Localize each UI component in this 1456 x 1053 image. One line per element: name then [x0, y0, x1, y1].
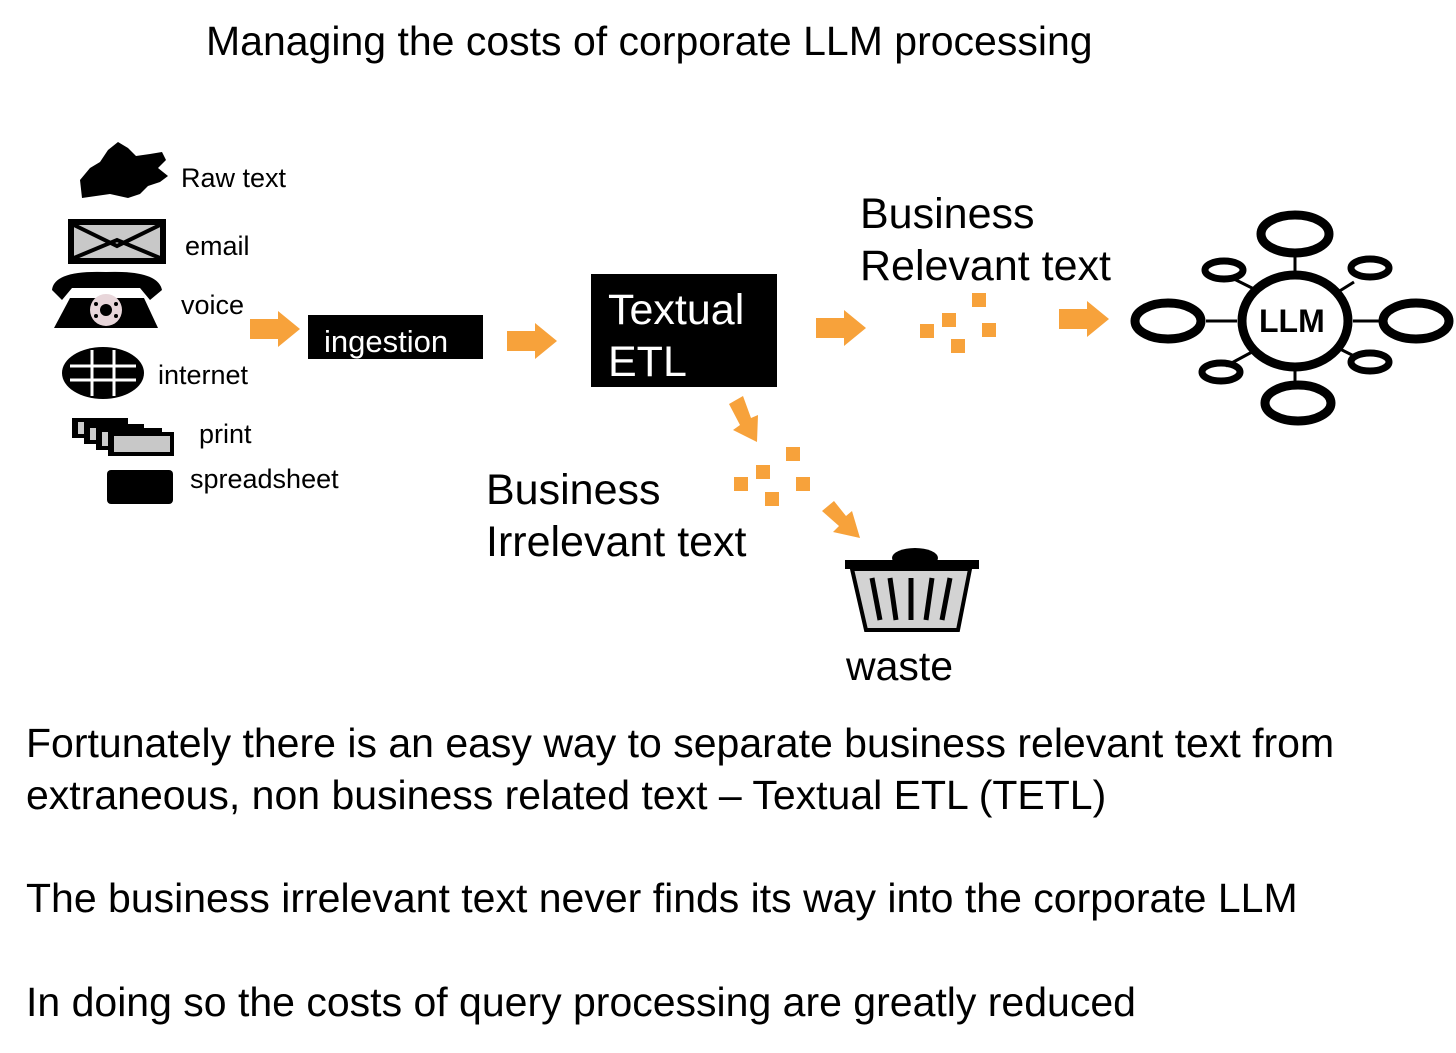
globe-icon: [62, 347, 144, 399]
arrow-to-textual-etl: [507, 323, 557, 359]
irrelevant-label-line2: Irrelevant text: [486, 518, 747, 566]
arrow-to-waste: [822, 501, 860, 538]
waste-bin-icon: [845, 548, 979, 632]
paragraph-1-line-1: Fortunately there is an easy way to sepa…: [26, 720, 1335, 766]
paragraph-1-line-2: extraneous, non business related text – …: [26, 772, 1107, 818]
telephone-icon: [52, 271, 162, 328]
spreadsheet-icon: [107, 470, 173, 504]
relevant-text-squares: [920, 293, 996, 353]
source-label-print: print: [199, 419, 252, 449]
relevant-label-line2: Relevant text: [860, 242, 1111, 290]
arrow-to-ingestion: [250, 311, 300, 347]
arrow-to-relevant: [816, 310, 866, 346]
source-label-internet: internet: [158, 360, 249, 390]
ingestion-box: [308, 315, 483, 359]
source-label-spreadsheet: spreadsheet: [190, 464, 339, 494]
raw-text-icon: [80, 142, 168, 198]
source-label-email: email: [185, 231, 250, 261]
source-label-raw-text: Raw text: [181, 163, 287, 193]
textual-etl-label-line1: Textual: [608, 286, 745, 334]
ingestion-label: ingestion: [324, 324, 449, 359]
arrow-to-llm: [1059, 301, 1109, 337]
irrelevant-label-line1: Business: [486, 466, 661, 514]
paragraph-2: The business irrelevant text never finds…: [26, 875, 1298, 921]
envelope-icon: [68, 219, 166, 264]
printed-pages-icon: [72, 418, 174, 456]
source-label-voice: voice: [181, 290, 245, 320]
paragraph-3: In doing so the costs of query processin…: [26, 979, 1136, 1025]
page-title: Managing the costs of corporate LLM proc…: [206, 18, 1093, 64]
irrelevant-text-squares: [734, 447, 810, 506]
textual-etl-box: [591, 274, 777, 387]
relevant-label-line1: Business: [860, 190, 1035, 238]
textual-etl-label-line2: ETL: [608, 338, 687, 386]
waste-label: waste: [846, 643, 954, 689]
llm-network-icon: [1130, 210, 1454, 426]
arrow-to-irrelevant: [729, 396, 758, 442]
llm-label: LLM: [1259, 303, 1325, 339]
